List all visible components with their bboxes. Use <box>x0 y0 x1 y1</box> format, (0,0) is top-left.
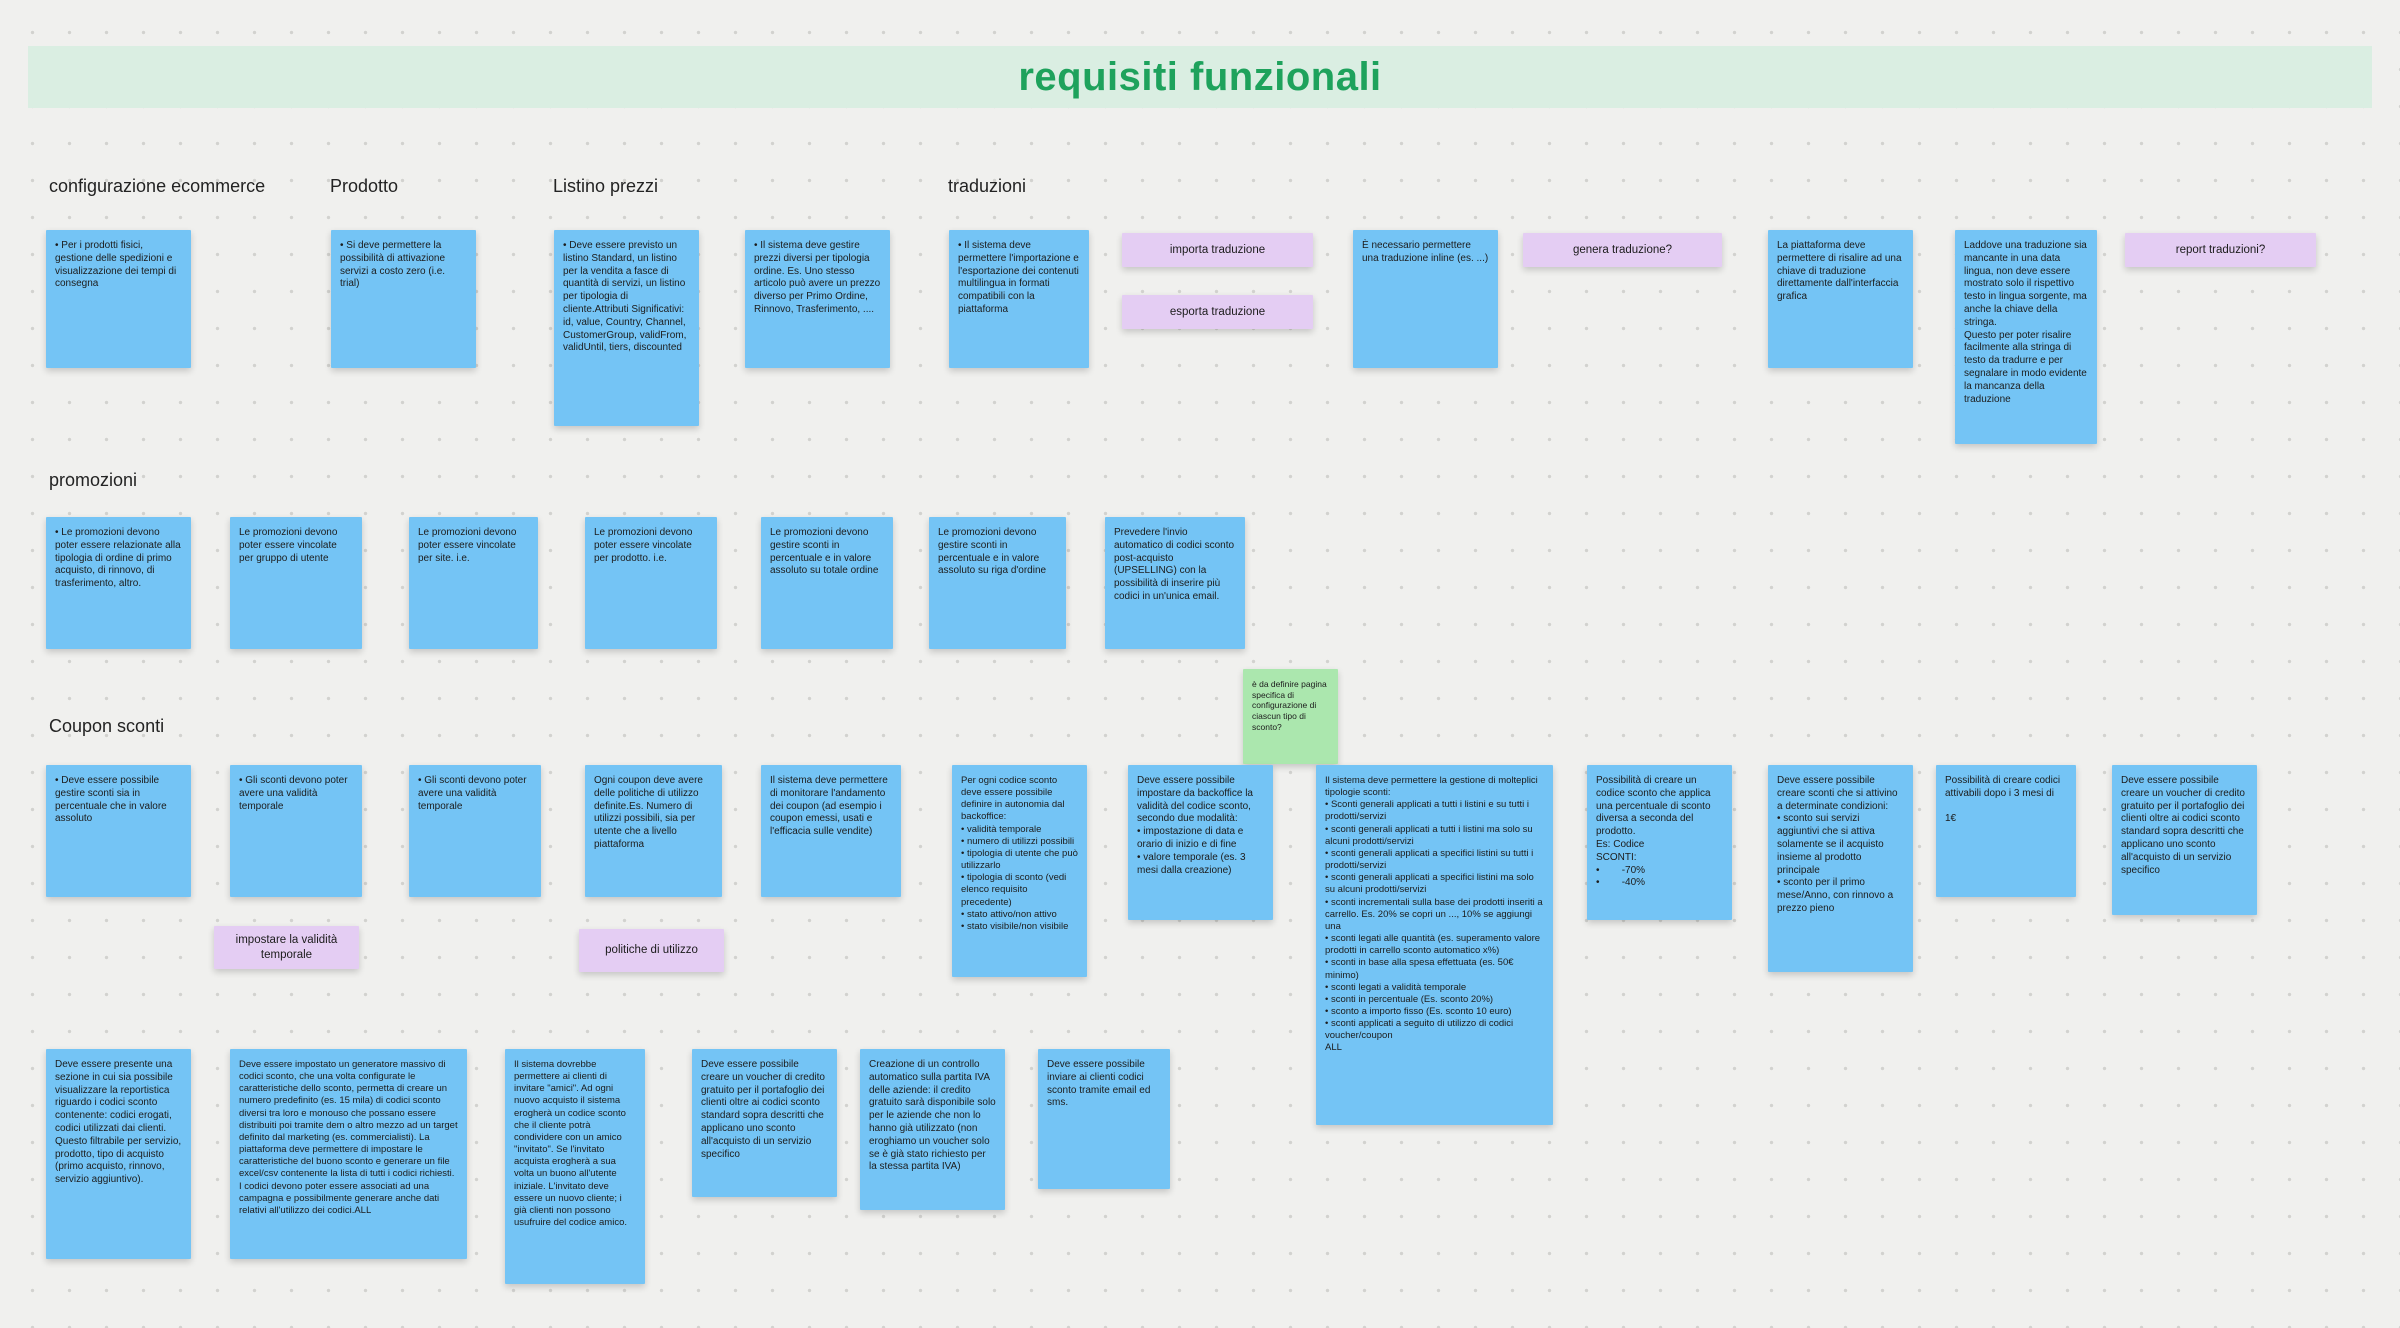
sticky-note[interactable]: è da definire pagina specifica di config… <box>1243 669 1338 764</box>
sticky-note-text: è da definire pagina specifica di config… <box>1252 679 1330 732</box>
sticky-note-text: Deve essere impostato un generatore mass… <box>239 1059 461 1216</box>
sticky-note-text: esporta traduzione <box>1169 305 1266 318</box>
sticky-note[interactable]: politiche di utilizzo <box>579 929 724 972</box>
sticky-note[interactable]: Il sistema deve permettere la gestione d… <box>1316 765 1553 1125</box>
sticky-note-text: Deve essere presente una sezione in cui … <box>55 1059 184 1186</box>
sticky-note-text: Le promozioni devono gestire sconti in p… <box>938 527 1047 577</box>
sticky-note[interactable]: • Le promozioni devono poter essere rela… <box>46 517 191 649</box>
sticky-note[interactable]: esporta traduzione <box>1122 295 1313 329</box>
sticky-note[interactable]: Deve essere possibile creare un voucher … <box>692 1049 837 1197</box>
section-heading-traduzioni: traduzioni <box>948 176 1027 196</box>
sticky-note[interactable]: importa traduzione <box>1122 233 1313 267</box>
sticky-note[interactable]: genera traduzione? <box>1523 233 1722 267</box>
board-title: requisiti funzionali <box>1018 54 1382 99</box>
sticky-note[interactable]: Per ogni codice sconto deve essere possi… <box>952 765 1087 977</box>
section-heading-promozioni: promozioni <box>49 470 138 490</box>
sticky-note-text: Possibilità di creare un codice sconto c… <box>1596 775 1711 889</box>
sticky-note[interactable]: Le promozioni devono poter essere vincol… <box>585 517 717 649</box>
sticky-note-text: Deve essere possibile creare sconti che … <box>1777 775 1898 914</box>
sticky-note-text: Creazione di un controllo automatico sul… <box>869 1059 999 1173</box>
sticky-note-text: Il sistema deve permettere la gestione d… <box>1325 775 1543 1054</box>
sticky-note[interactable]: È necessario permettere una traduzione i… <box>1353 230 1498 368</box>
sticky-note[interactable]: impostare la validità temporale <box>214 926 359 969</box>
sticky-note[interactable]: • Si deve permettere la possibilità di a… <box>331 230 476 368</box>
sticky-note[interactable]: Le promozioni devono gestire sconti in p… <box>761 517 893 649</box>
sticky-note-text: Le promozioni devono poter essere vincol… <box>418 527 520 564</box>
sticky-note-text: • Il sistema deve permettere l'importazi… <box>958 240 1082 315</box>
section-heading-coupon-sconti: Coupon sconti <box>49 716 165 736</box>
sticky-note-text: • Gli sconti devono poter avere una vali… <box>418 775 530 812</box>
sticky-note-text: Possibilità di creare codici attivabili … <box>1945 775 2061 825</box>
sticky-note-text: • Si deve permettere la possibilità di a… <box>340 240 448 290</box>
sticky-note[interactable]: Deve essere possibile creare sconti che … <box>1768 765 1913 972</box>
sticky-note-text: importa traduzione <box>1169 243 1266 256</box>
sticky-note[interactable]: • Deve essere previsto un listino Standa… <box>554 230 699 426</box>
sticky-note-text: Deve essere possibile creare un voucher … <box>2121 775 2248 876</box>
sticky-note[interactable]: Le promozioni devono poter essere vincol… <box>409 517 538 649</box>
sticky-note[interactable]: Deve essere presente una sezione in cui … <box>46 1049 191 1259</box>
sticky-note-text: Per ogni codice sconto deve essere possi… <box>961 775 1078 932</box>
sticky-note[interactable]: La piattaforma deve permettere di risali… <box>1768 230 1913 368</box>
sticky-note[interactable]: Deve essere possibile inviare ai clienti… <box>1038 1049 1170 1189</box>
sticky-note[interactable]: Le promozioni devono poter essere vincol… <box>230 517 362 649</box>
sticky-note-text: È necessario permettere una traduzione i… <box>1362 240 1489 264</box>
sticky-note-text: Le promozioni devono poter essere vincol… <box>239 527 341 564</box>
sticky-note[interactable]: Il sistema deve permettere di monitorare… <box>761 765 901 897</box>
sticky-note-text: Laddove una traduzione sia mancante in u… <box>1964 240 2087 405</box>
sticky-note-text: report traduzioni? <box>2175 243 2266 256</box>
sticky-note[interactable]: Deve essere possibile creare un voucher … <box>2112 765 2257 915</box>
sticky-note[interactable]: • Il sistema deve permettere l'importazi… <box>949 230 1089 368</box>
sticky-note[interactable]: Il sistema dovrebbe permettere ai client… <box>505 1049 645 1284</box>
section-heading-prodotto: Prodotto <box>330 176 399 196</box>
section-heading-listino-prezzi: Listino prezzi <box>553 176 659 196</box>
sticky-note-text: Deve essere possibile creare un voucher … <box>701 1059 828 1160</box>
sticky-note-text: • Per i prodotti fisici, gestione delle … <box>55 240 179 290</box>
sticky-note-text: Deve essere possibile inviare ai clienti… <box>1047 1059 1154 1109</box>
sticky-note-text: Prevedere l'invio automatico di codici s… <box>1114 527 1237 602</box>
sticky-note-text: • Deve essere previsto un listino Standa… <box>563 240 690 354</box>
sticky-note[interactable]: Prevedere l'invio automatico di codici s… <box>1105 517 1245 649</box>
section-heading-configurazione-ecommerce: configurazione ecommerce <box>49 176 266 196</box>
sticky-note-text: • Le promozioni devono poter essere rela… <box>55 527 184 590</box>
sticky-note-text: impostare la validità temporale <box>235 933 341 961</box>
sticky-note-text: politiche di utilizzo <box>605 944 698 957</box>
sticky-note-text: Il sistema dovrebbe permettere ai client… <box>514 1059 629 1229</box>
sticky-note[interactable]: Deve essere impostato un generatore mass… <box>230 1049 467 1259</box>
sticky-note-text: genera traduzione? <box>1572 243 1673 256</box>
sticky-note[interactable]: Deve essere possibile impostare da backo… <box>1128 765 1273 920</box>
sticky-note[interactable]: Possibilità di creare un codice sconto c… <box>1587 765 1732 920</box>
sticky-note[interactable]: Creazione di un controllo automatico sul… <box>860 1049 1005 1210</box>
sticky-note-text: Deve essere possibile impostare da backo… <box>1137 775 1253 876</box>
title-banner: requisiti funzionali <box>28 46 2372 108</box>
sticky-note[interactable]: Le promozioni devono gestire sconti in p… <box>929 517 1066 649</box>
sticky-note[interactable]: Ogni coupon deve avere delle politiche d… <box>585 765 722 897</box>
sticky-note-text: Le promozioni devono gestire sconti in p… <box>770 527 879 577</box>
sticky-note[interactable]: • Per i prodotti fisici, gestione delle … <box>46 230 191 368</box>
sticky-note-text: • Gli sconti devono poter avere una vali… <box>239 775 351 812</box>
sticky-note[interactable]: • Deve essere possibile gestire sconti s… <box>46 765 191 897</box>
sticky-note[interactable]: report traduzioni? <box>2125 233 2316 267</box>
sticky-note[interactable]: • Gli sconti devono poter avere una vali… <box>230 765 362 897</box>
sticky-note[interactable]: Laddove una traduzione sia mancante in u… <box>1955 230 2097 444</box>
sticky-note[interactable]: • Gli sconti devono poter avere una vali… <box>409 765 541 897</box>
sticky-note-text: Il sistema deve permettere di monitorare… <box>770 775 891 838</box>
sticky-note-text: • Il sistema deve gestire prezzi diversi… <box>754 240 883 315</box>
sticky-note-text: La piattaforma deve permettere di risali… <box>1777 240 1905 303</box>
sticky-note[interactable]: Possibilità di creare codici attivabili … <box>1936 765 2076 897</box>
sticky-note[interactable]: • Il sistema deve gestire prezzi diversi… <box>745 230 890 368</box>
sticky-note-text: • Deve essere possibile gestire sconti s… <box>55 775 170 825</box>
sticky-note-text: Ogni coupon deve avere delle politiche d… <box>594 775 706 850</box>
sticky-note-text: Le promozioni devono poter essere vincol… <box>594 527 696 564</box>
